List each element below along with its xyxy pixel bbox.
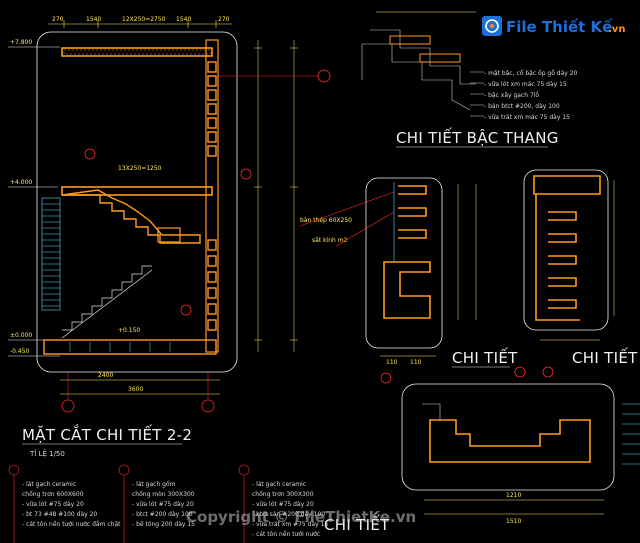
left-hatched-wall	[41, 197, 61, 311]
dim-bottom-b: 3600	[128, 386, 143, 393]
floor-note-2-2: chống mòn 300X300	[132, 491, 195, 498]
stair-detail-block: - mặt bậc, cổ bậc ốp gỗ dày 20 - vữa lót…	[361, 11, 578, 148]
right-wall-blocks	[207, 61, 217, 331]
floor-note-1-5: - cát tôn nền tưới nước đầm chặt	[22, 520, 121, 528]
brand-logo: File Thiết Kế .vn	[482, 16, 625, 36]
floor-note-3-5: - vữa trát xm #75 dày 15	[252, 521, 328, 528]
dim-top-e: 270	[218, 16, 230, 23]
top-dimension-line	[48, 20, 232, 28]
floor-note-1-4: - bt 73 #48 #100 dày 20	[22, 511, 97, 518]
detail-b-dims	[540, 180, 615, 341]
dim-top-a: 270	[52, 16, 64, 23]
brand-name: File Thiết Kế	[506, 17, 613, 36]
detail-a-dims	[380, 184, 477, 357]
copyright-watermark: Copyright © FileThietKe.vn	[186, 508, 416, 526]
top-slab	[61, 47, 213, 57]
dim-detail-a-2: 110	[410, 359, 422, 366]
level-markers	[8, 46, 60, 357]
section-frame	[36, 31, 238, 373]
stair-note-4: - bản btct #200, dày 100	[484, 103, 560, 110]
dim-top-c: 12X250=2750	[122, 16, 166, 23]
floor-note-2-4: - btct #200 dày 100	[132, 511, 193, 518]
right-vertical-dims	[254, 40, 298, 352]
floor-note-3-4: - btct sàn #200 dày 100	[252, 511, 325, 518]
level-top: +7.800	[10, 39, 32, 46]
axis-markers	[61, 69, 331, 413]
bottom-dimension-lines	[60, 379, 220, 395]
detail-b-title: CHI TIẾT	[572, 346, 638, 367]
dim-detail-c-2: 1510	[506, 518, 521, 525]
section-scale: TỈ LỆ 1/50	[29, 449, 65, 458]
stair-detail-title: CHI TIẾT BẬC THANG	[396, 126, 559, 147]
stair-note-2: - vữa lót xm mác 75 dày 15	[484, 81, 567, 88]
axis-marker-detail-b2	[542, 366, 554, 378]
floor-note-2-5: - bê tông 200 dày 15	[132, 521, 195, 528]
brand-suffix: .vn	[608, 24, 625, 35]
axis-marker-detail-b	[514, 366, 526, 378]
dim-top-b: 1540	[86, 16, 101, 23]
stair-note-5: - vữa trát xm mác 75 dày 15	[484, 114, 570, 121]
level-landing: +0.150	[118, 327, 140, 334]
floor-note-2-1: - lát gạch gốm	[132, 481, 176, 488]
axis-marker-detail-a	[380, 372, 392, 384]
level-ground: ±0.000	[10, 332, 32, 339]
stair-detail-drawing	[361, 11, 476, 111]
stair-detail-c: 1210 1510 CHI TIẾT	[324, 383, 640, 534]
dim-detail-a-1: 110	[386, 359, 398, 366]
handrail-detail-b: CHI TIẾT	[514, 169, 638, 378]
section-2-2: 270 1540 12X250=2750 1540 270 +7.800 +4.…	[8, 16, 331, 458]
right-wall	[205, 39, 219, 353]
callout-handrail-b: sắt kính m2	[312, 237, 348, 244]
dim-top-d: 1540	[176, 16, 191, 23]
detail-a-title: CHI TIẾT	[452, 346, 518, 367]
section-title: MẶT CẮT CHI TIẾT 2-2	[22, 423, 192, 444]
detail-c-title: CHI TIẾT	[324, 513, 390, 534]
level-mid: +4.000	[10, 179, 32, 186]
floor-note-3-2: chống trơn 300X300	[252, 491, 314, 498]
handrail-detail-a: bản thép 60X250 sắt kính m2 110 110 CHI …	[299, 177, 518, 384]
stair-note-1: - mặt bậc, cổ bậc ốp gỗ dày 20	[484, 70, 578, 77]
mid-slab	[61, 186, 213, 196]
level-base: -0.450	[10, 348, 30, 355]
stair-notes: - mặt bậc, cổ bậc ốp gỗ dày 20 - vữa lót…	[484, 70, 578, 121]
dim-detail-c-1: 1210	[506, 492, 521, 499]
floor-note-3-3: - vữa lót #75 dày 20	[252, 501, 314, 508]
stair-note-3: - bậc xây gạch 7lỗ	[484, 92, 539, 99]
dim-stair-run: 13X250=1250	[118, 165, 162, 172]
floor-notes: - lát gạch ceramic chống trơn 600X600 - …	[8, 464, 328, 543]
floor-note-3-1: - lát gạch ceramic	[252, 481, 306, 488]
floor-note-3-6: - cát tôn nền tưới nước	[252, 530, 320, 538]
file-thiet-ke-logo-icon	[482, 16, 502, 36]
ground-slab	[43, 339, 217, 355]
floor-note-1-3: - vữa lót #75 dày 20	[22, 501, 84, 508]
callout-handrail-a: bản thép 60X250	[300, 217, 352, 224]
floor-note-1-2: chống trơn 600X600	[22, 491, 84, 498]
dim-bottom-a: 2400	[98, 372, 113, 379]
floor-note-2-3: - vữa lót #75 dày 20	[132, 501, 194, 508]
landing-beam	[157, 227, 181, 243]
lower-stair-flight	[61, 265, 153, 339]
upper-stair-flight	[61, 189, 201, 244]
floor-note-1-1: - lát gạch ceramic	[22, 481, 76, 488]
